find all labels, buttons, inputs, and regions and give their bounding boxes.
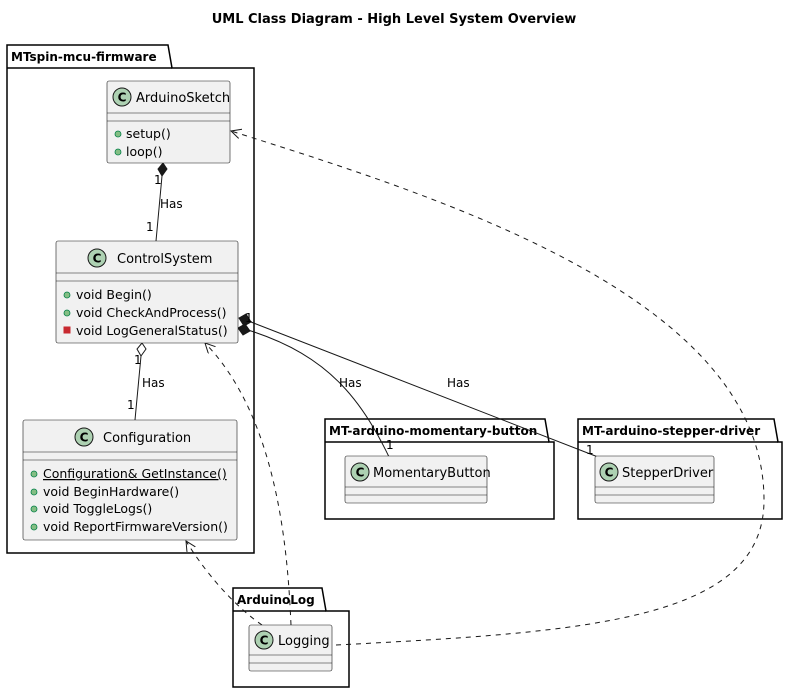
class-stereotype-icon — [599, 462, 619, 482]
label-control-stepper: Has — [447, 376, 470, 390]
mult-control-comp-side: 1 — [245, 311, 253, 325]
public-method-icon — [30, 523, 38, 531]
label-control-button: Has — [339, 376, 362, 390]
class-stereotype-icon — [74, 427, 94, 447]
method-report-firmware-version: void ReportFirmwareVersion() — [43, 519, 228, 534]
method-begin-hardware: void BeginHardware() — [43, 484, 179, 499]
stereotype-letter: C — [260, 634, 269, 648]
stereotype-letter: C — [605, 466, 614, 480]
label-control-config: Has — [142, 376, 165, 390]
method-loop: loop() — [126, 144, 162, 159]
package-firmware-label: MTspin-mcu-firmware — [11, 50, 157, 64]
public-method-icon — [114, 148, 122, 156]
class-name: ControlSystem — [117, 252, 212, 267]
composition-diamond-icon — [157, 162, 168, 177]
mult-control-side: 1 — [146, 220, 154, 234]
method-setup: setup() — [126, 126, 171, 141]
class-name: StepperDriver — [622, 466, 714, 481]
class-name: Configuration — [103, 431, 191, 446]
class-stepper-driver: C StepperDriver — [594, 455, 715, 504]
package-log-label: ArduinoLog — [237, 593, 315, 607]
mult-button-side: 1 — [386, 438, 394, 452]
class-name: Logging — [278, 634, 330, 649]
class-momentary-button: C MomentaryButton — [344, 455, 491, 504]
method-get-instance: Configuration& GetInstance() — [43, 466, 227, 481]
dependency-logging-sketch — [231, 131, 765, 646]
method-check-and-process: void CheckAndProcess() — [76, 305, 226, 320]
class-name: MomentaryButton — [373, 466, 491, 481]
class-stereotype-icon — [350, 462, 370, 482]
composition-diamond-icon — [238, 313, 252, 327]
method-toggle-logs: void ToggleLogs() — [43, 501, 152, 516]
public-method-icon — [30, 505, 38, 513]
private-method-icon — [63, 326, 71, 334]
package-stepper-label: MT-arduino-stepper-driver — [582, 424, 760, 438]
public-method-icon — [30, 488, 38, 496]
class-stereotype-icon — [254, 630, 274, 650]
class-control-system: C ControlSystem void Begin() void CheckA… — [55, 240, 239, 344]
public-method-icon — [63, 309, 71, 317]
mult-control-agg-side: 1 — [134, 353, 142, 367]
public-method-icon — [30, 470, 38, 478]
stereotype-letter: C — [93, 252, 102, 266]
mult-config-side: 1 — [127, 398, 135, 412]
method-begin: void Begin() — [76, 287, 152, 302]
label-sketch-control: Has — [160, 197, 183, 211]
method-log-general-status: void LogGeneralStatus() — [76, 323, 228, 338]
mult-stepper-side: 1 — [586, 443, 594, 457]
class-logging: C Logging — [248, 624, 333, 672]
relation-control-stepper: 1 Has 1 — [238, 311, 599, 458]
public-method-icon — [63, 291, 71, 299]
aggregation-diamond-icon — [136, 342, 147, 357]
relation-sketch-control: 1 Has 1 — [146, 162, 183, 242]
stereotype-letter: C — [356, 466, 365, 480]
stereotype-letter: C — [118, 91, 127, 105]
stereotype-letter: C — [80, 431, 89, 445]
public-method-icon — [114, 130, 122, 138]
class-arduino-sketch: C ArduinoSketch setup() loop() — [106, 80, 231, 164]
class-stereotype-icon — [112, 87, 132, 107]
class-configuration: C Configuration Configuration& GetInstan… — [22, 419, 238, 541]
diagram-title: UML Class Diagram - High Level System Ov… — [211, 12, 577, 27]
mult-sketch-side: 1 — [154, 173, 162, 187]
package-momentary-label: MT-arduino-momentary-button — [329, 424, 537, 438]
class-stereotype-icon — [87, 248, 107, 268]
class-name: ArduinoSketch — [136, 91, 230, 106]
relation-control-config: 1 Has 1 — [127, 342, 165, 421]
relation-control-button: Has 1 — [237, 323, 401, 482]
composition-diamond-icon — [237, 323, 251, 336]
